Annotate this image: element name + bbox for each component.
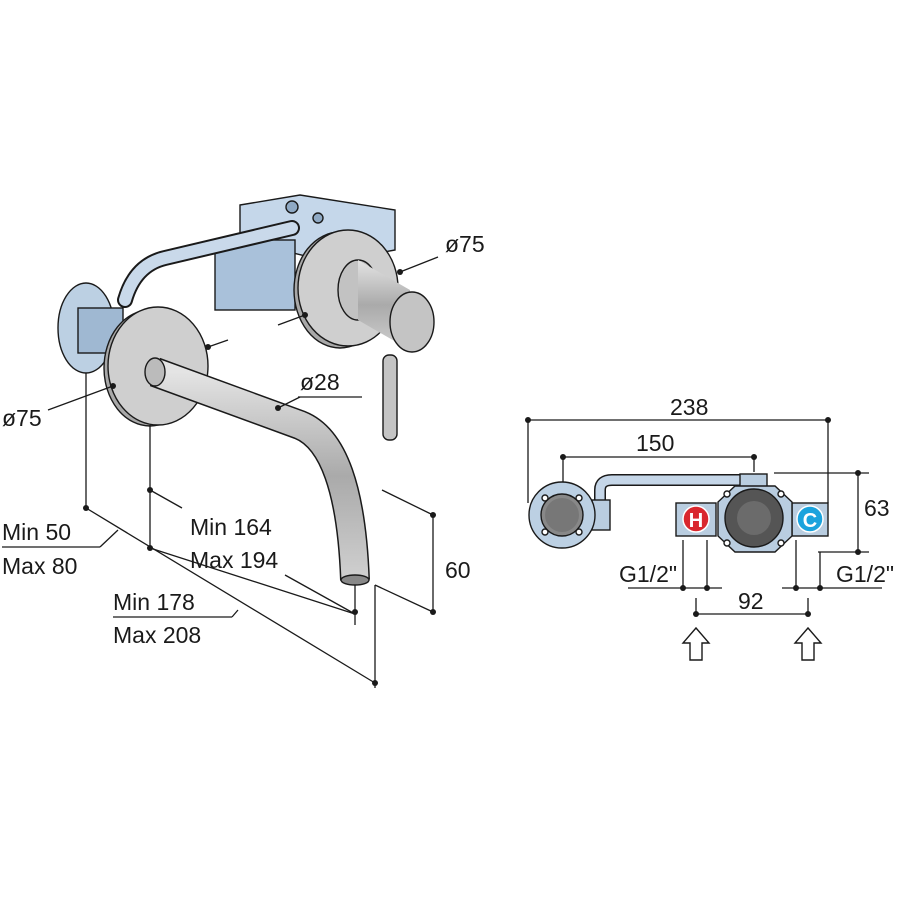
body-dimensions xyxy=(525,417,882,617)
cold-marker: C xyxy=(803,510,817,532)
cold-indicator xyxy=(796,505,824,533)
hot-inlet-arrow-icon xyxy=(681,626,711,661)
depth-max-80-label: Max 80 xyxy=(2,553,77,579)
overall-width-label: 238 xyxy=(670,394,708,420)
spout-escutcheon-diameter-label: ø75 xyxy=(2,405,42,431)
hot-marker: H xyxy=(689,510,703,532)
inlet-spacing-label: 92 xyxy=(738,588,764,614)
depth-min-50-label: Min 50 xyxy=(2,519,71,545)
depth-min-178-label: Min 178 xyxy=(113,589,195,615)
lever xyxy=(382,354,398,441)
perspective-dimensions xyxy=(2,256,439,688)
cold-inlet-arrow-icon xyxy=(793,626,823,661)
hot-indicator xyxy=(682,505,710,533)
center-distance-label: 150 xyxy=(636,430,674,456)
hot-connection-label: G1/2" xyxy=(619,561,677,587)
perspective-view: ø75 ø75 ø28 Min 50 Max 80 Min 164 Max 19… xyxy=(2,194,485,688)
cold-connection-label: G1/2" xyxy=(836,561,894,587)
spout-height-label: 60 xyxy=(445,557,471,583)
depth-max-208-label: Max 208 xyxy=(113,622,201,648)
spout-diameter-label: ø28 xyxy=(300,369,340,395)
connecting-pipe xyxy=(119,222,298,306)
concealed-valve-body xyxy=(214,194,396,311)
depth-min-164-label: Min 164 xyxy=(190,514,272,540)
depth-max-194-label: Max 194 xyxy=(190,547,278,573)
body-view: H C 238 150 63 G1/2" xyxy=(525,394,894,661)
height-label: 63 xyxy=(864,495,890,521)
mixer-handle xyxy=(389,291,435,353)
mixer-escutcheon-diameter-label: ø75 xyxy=(445,231,485,257)
spout xyxy=(150,359,369,581)
body-pipe xyxy=(595,475,745,500)
